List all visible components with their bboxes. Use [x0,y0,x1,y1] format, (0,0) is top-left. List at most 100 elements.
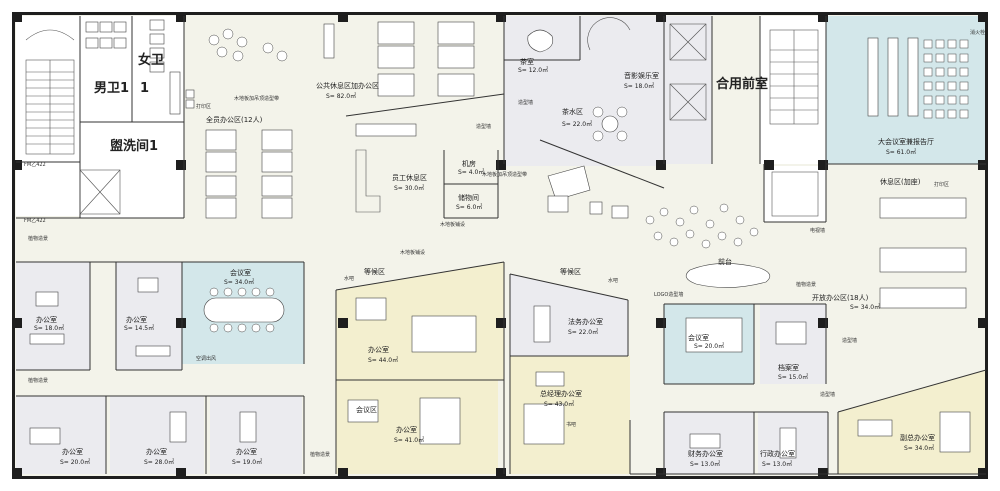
server-room-label: 机房 [462,159,476,168]
water-bar-note: 水吧 [344,275,354,282]
office-b3-area: S= 19.0㎡ [232,458,262,466]
modeling-wall4-note: 造型墙 [820,391,835,398]
open-office-18-area: S= 34.0㎡ [850,303,880,311]
office-b3-label: 办公室 [236,447,257,456]
wait-area-top: 等候区 [364,267,385,276]
open-office-18-desks [879,197,967,309]
stair-left [25,29,75,155]
office-left1-label: 办公室 [36,315,57,324]
office-left1-zone [16,262,90,370]
public-lounge-area: S= 82.0㎡ [326,92,356,100]
modeling-wall2-note: 造型墙 [476,123,491,130]
printer-note: 打印区 [934,181,949,188]
office-41-label: 办公室 [396,425,417,434]
big-meeting-zone [826,16,986,164]
office-41-zone [336,380,498,474]
big-meeting-label: 大会议室兼报告厅 [878,137,934,146]
plant3-note: 植物造景 [310,451,330,458]
storage-label: 储物间 [458,193,479,202]
logo-wall-note: LOGO造型墙 [654,291,683,298]
office-furniture [29,277,971,459]
print-area-note: 打印区 [196,103,211,110]
small-meeting-area: S= 20.0㎡ [694,342,724,350]
office-left1-area: S= 18.0㎡ [34,324,64,332]
lift-right-zone [764,166,826,222]
lounge-right-label: 休息区(加座) [880,177,921,186]
ceo-meeting-label: 会议室 [230,268,251,277]
shared-lobby-label: 合用前室 [716,76,768,92]
office-mid-area: S= 44.0㎡ [368,356,398,364]
modeling-wall3-note: 造型墙 [842,337,857,344]
admin-room-area: S= 13.0㎡ [762,460,792,468]
wood-deck-note: 木地板加吊顶造型带 [482,171,527,178]
office-mid-label: 办公室 [368,345,389,354]
meeting-area2-label: 会议区 [356,405,377,414]
fm2-note: FM乙422 [24,217,46,224]
wc-fixtures [85,19,195,115]
office-left2-label: 办公室 [126,315,147,324]
air-tap-note: 空调出风 [196,355,216,362]
front-desk-label: 前台 [718,257,732,266]
admin-room-label: 行政办公室 [760,449,795,458]
tea-room-small-area: S= 12.0㎡ [518,66,548,74]
stair-left-zone [16,16,80,216]
modeling-wall-note: 造型墙 [518,99,533,106]
wood-floor2-note: 木地板铺设 [400,249,425,256]
staff-work-area: S= 30.0㎡ [394,184,424,192]
office-b1-label: 办公室 [62,447,83,456]
gm-office-label: 总经理办公室 [540,389,582,398]
small-meeting-label: 会议室 [688,333,709,342]
womens-wc-label: 女卫 [138,52,164,68]
archive-label: 档案室 [778,363,799,372]
storage-area: S= 6.0㎡ [456,203,482,211]
stair-right-zone [760,16,826,164]
mens-wc-label: 男卫1 [94,81,129,96]
elevators [79,23,819,217]
finance-office-label: 法务办公室 [568,317,603,326]
elevator-zone [664,16,712,164]
plant-note: 植物造景 [28,235,48,242]
finance-office-area: S= 22.0㎡ [568,328,598,336]
ceiling-light-note: 木地板加吊顶造型带 [234,95,279,102]
fire-note: 消火栓 [970,29,985,36]
deputy-office-area: S= 34.0㎡ [904,444,934,452]
wait-area-right: 等候区 [560,267,581,276]
open-office-12-label: 全员办公区(12人) [206,115,263,124]
open-office-desks [205,28,293,219]
gm-office-area: S= 43.0㎡ [544,400,574,408]
tea-area-label: 茶水区 [562,107,583,116]
lounge-desks [323,21,475,213]
open-office-18-label: 开放办公区(18人) [812,293,869,302]
big-meeting-seats [867,37,969,119]
archive-area: S= 15.0㎡ [778,373,808,381]
office-b2-label: 办公室 [146,447,167,456]
office-b2-zone [110,396,204,474]
big-meeting-area: S= 61.0㎡ [886,148,916,156]
deputy-office-label: 副总办公室 [900,433,935,442]
water-bar2-note: 水吧 [608,277,618,284]
office-b2-area: S= 28.0㎡ [144,458,174,466]
plant2-note: 植物造景 [28,377,48,384]
office-41-area: S= 41.0㎡ [394,436,424,444]
finance-room-label: 财务办公室 [688,449,723,458]
public-lounge-label: 公共休息区加办公区 [316,81,379,90]
front-desk-counter [685,263,771,288]
office-left2-area: S= 14.5㎡ [124,324,154,332]
office-b1-area: S= 20.0㎡ [60,458,90,466]
plant4-note: 植物造景 [796,281,816,288]
plant-cluster [645,203,759,249]
cleaning-room-label: 盥洗间1 [110,138,158,154]
outer-walls [12,12,988,479]
audio-room-area: S= 18.0㎡ [624,82,654,90]
fm1-note: FM乙422 [24,161,46,168]
tv-wall-note: 电视墙 [810,227,825,234]
tea-area-furniture [527,17,631,219]
ceo-meeting-area: S= 34.0㎡ [224,278,254,286]
staff-work-label: 员工休息区 [392,173,427,182]
audio-room-label: 音影娱乐室 [624,71,659,80]
ceo-meeting-table [203,287,285,333]
womens-wc-num: 1 [140,81,149,96]
finance-room-area: S= 13.0㎡ [690,460,720,468]
